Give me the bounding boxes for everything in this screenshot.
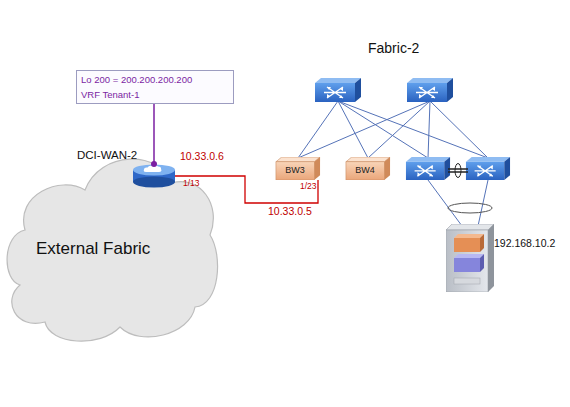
router-shape [133, 164, 175, 188]
switch-box: BW3 [275, 157, 321, 180]
link-line [175, 176, 318, 203]
server-icon: 192.168.10.2 [446, 224, 494, 292]
cloud-region: External Fabric DCI-WAN-2 [0, 135, 225, 350]
config-box: Lo 200 = 200.200.200.200VRF Tenant-1 [76, 70, 234, 104]
host-ip: 192.168.10.2 [494, 237, 555, 249]
ip-address: 10.33.0.6 [180, 150, 224, 162]
region-name: External Fabric [36, 239, 150, 259]
port-label: 1/23 [300, 182, 317, 192]
port-label: 1/13 [183, 179, 200, 189]
link-line [153, 104, 155, 164]
device-name: BW4 [345, 165, 385, 175]
config-text: VRF Tenant-1 [81, 90, 139, 101]
switch-box: BW4 [345, 157, 391, 180]
device-name: BW3 [275, 165, 315, 175]
config-text: Lo 200 = 200.200.200.200 [81, 75, 192, 86]
ip-address: 10.33.0.5 [268, 205, 312, 217]
router-icon: DCI-WAN-2 [133, 164, 175, 188]
fabric-title: Fabric-2 [368, 40, 419, 56]
device-name: DCI-WAN-2 [77, 149, 137, 162]
server-shape [446, 224, 494, 292]
link-dot [151, 161, 157, 167]
